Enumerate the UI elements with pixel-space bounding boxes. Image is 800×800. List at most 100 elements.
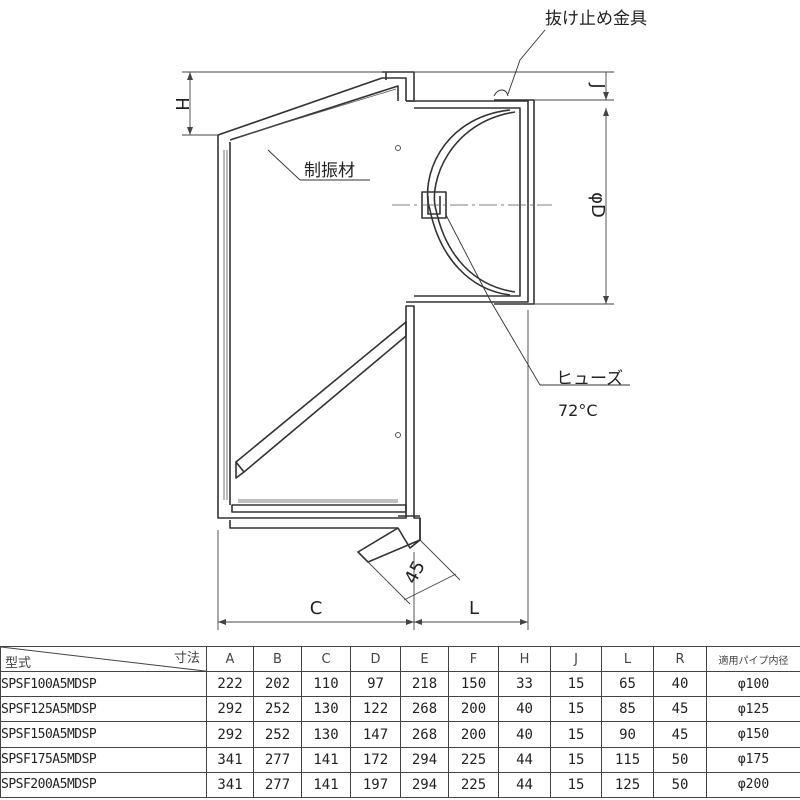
table-cell: φ125 — [706, 696, 800, 723]
table-cell: 40 — [498, 696, 551, 723]
dim-j-label: J — [587, 82, 608, 88]
model-cell: SPSF100A5MDSP — [0, 671, 207, 698]
stopper-label: 抜け止め金具 — [545, 9, 647, 29]
table-cell: 141 — [301, 771, 351, 799]
damping-label: 制振材 — [304, 161, 355, 181]
table-cell: 110 — [301, 671, 351, 698]
table-cell: 90 — [601, 721, 654, 748]
column-header: F — [448, 645, 499, 673]
table-cell: 172 — [350, 746, 401, 773]
column-header: D — [350, 645, 401, 673]
table-cell: 50 — [653, 771, 707, 799]
table-cell: 15 — [550, 746, 602, 773]
table-cell: 125 — [601, 771, 654, 799]
table-cell: 268 — [400, 696, 449, 723]
column-header: R — [653, 645, 707, 673]
table-cell: 277 — [253, 746, 302, 773]
drain-spout — [357, 518, 421, 563]
table-cell: 33 — [498, 671, 551, 698]
table-cell: 218 — [400, 671, 449, 698]
table-cell: 122 — [350, 696, 401, 723]
stopper-leader — [507, 29, 546, 95]
table-cell: 130 — [301, 721, 351, 748]
table-cell: φ175 — [706, 746, 800, 773]
column-header: A — [206, 645, 254, 673]
damper-flap — [426, 109, 511, 296]
damper-flap-inner — [433, 111, 516, 293]
table-cell: 141 — [301, 746, 351, 773]
table-cell: 15 — [550, 771, 602, 799]
table-cell: 341 — [206, 771, 254, 799]
table-cell: 292 — [206, 721, 254, 748]
table-cell: 44 — [498, 771, 551, 799]
table-cell: φ200 — [706, 771, 800, 799]
table-cell: φ150 — [706, 721, 800, 748]
bottom-tray — [231, 504, 407, 513]
table-cell: 50 — [653, 746, 707, 773]
table-cell: 200 — [448, 721, 499, 748]
table-corner-cell: 寸法 型式 — [0, 645, 207, 673]
dim-c-label: C — [310, 598, 323, 619]
table-cell: 294 — [400, 746, 449, 773]
table-cell: 341 — [206, 746, 254, 773]
dim-l-label: L — [469, 598, 479, 619]
hood-back-wall — [217, 77, 407, 136]
table-cell: 15 — [550, 696, 602, 723]
table-cell: 200 — [448, 696, 499, 723]
table-cell: 252 — [253, 721, 302, 748]
table-cell: 268 — [400, 721, 449, 748]
specification-table: 寸法 型式 A B C D E F H J L R 適用パイプ内径 SPSF10… — [0, 645, 800, 799]
table-cell: 292 — [206, 696, 254, 723]
column-header: E — [400, 645, 449, 673]
pipe-flange — [494, 99, 535, 305]
fuse-label: ヒューズ — [556, 369, 623, 389]
table-cell: 115 — [601, 746, 654, 773]
pipe-box-inner — [414, 107, 521, 297]
column-header: B — [253, 645, 302, 673]
table-cell: 294 — [400, 771, 449, 799]
table-header-row: 寸法 型式 A B C D E F H J L R 適用パイプ内径 — [0, 645, 800, 673]
column-header: J — [550, 645, 602, 673]
table-cell: 85 — [601, 696, 654, 723]
table-cell: 277 — [253, 771, 302, 799]
column-header: H — [498, 645, 551, 673]
corner-label-dimension: 寸法 — [173, 651, 200, 666]
column-header: C — [301, 645, 351, 673]
column-header: 適用パイプ内径 — [706, 645, 800, 673]
table-cell: 225 — [448, 771, 499, 799]
fuse-leader — [445, 214, 541, 386]
model-cell: SPSF125A5MDSP — [0, 696, 207, 723]
table-cell: 45 — [653, 696, 707, 723]
model-cell: SPSF175A5MDSP — [0, 746, 207, 773]
table-cell: 130 — [301, 696, 351, 723]
table-cell: 40 — [498, 721, 551, 748]
table-cell: 65 — [601, 671, 654, 698]
dim-angle-label: 45 — [400, 557, 429, 587]
dim-d-label: φD — [587, 192, 608, 218]
pipe-box — [406, 100, 529, 303]
table-cell: 150 — [448, 671, 499, 698]
hood-cross-section-drawing: H J φD C L 45 抜け止め金具 制振材 ヒューズ 72°C — [171, 9, 647, 630]
table-cell: 202 — [253, 671, 302, 698]
column-header: L — [601, 645, 654, 673]
model-cell: SPSF150A5MDSP — [0, 721, 207, 748]
table-cell: 147 — [350, 721, 401, 748]
deflector — [235, 321, 407, 473]
table-cell: 44 — [498, 746, 551, 773]
table-cell: 15 — [550, 721, 602, 748]
hood-outline — [217, 135, 421, 549]
table-cell: 252 — [253, 696, 302, 723]
table-cell: φ100 — [706, 671, 800, 698]
fuse-temp-label: 72°C — [558, 401, 598, 420]
table-cell: 97 — [350, 671, 401, 698]
table-cell: 40 — [653, 671, 707, 698]
table-cell: 225 — [448, 746, 499, 773]
damping-leader — [267, 149, 301, 181]
model-cell: SPSF200A5MDSP — [0, 771, 207, 799]
table-cell: 222 — [206, 671, 254, 698]
table-cell: 197 — [350, 771, 401, 799]
